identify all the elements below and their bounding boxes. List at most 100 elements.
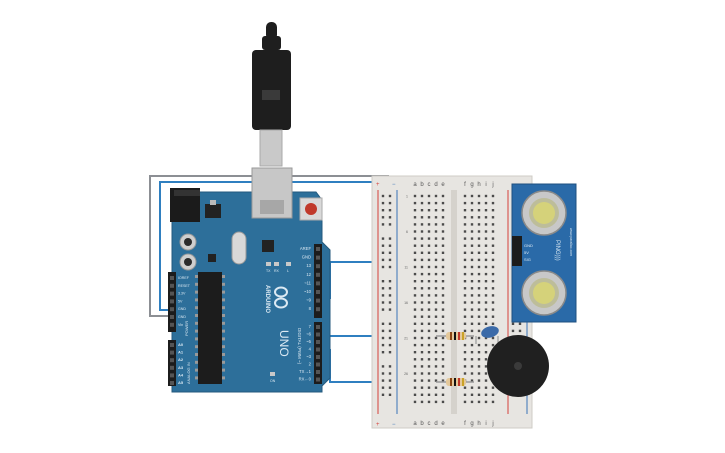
breadboard-hole[interactable] [470,251,474,254]
breadboard-hole[interactable] [413,322,417,325]
breadboard-hole[interactable] [420,315,424,318]
breadboard-hole[interactable] [470,209,474,212]
rail-hole[interactable] [381,287,385,290]
breadboard-hole[interactable] [413,216,417,219]
breadboard-hole[interactable] [420,393,424,396]
rail-hole[interactable] [388,386,392,389]
digital-pin[interactable] [316,362,320,367]
breadboard-hole[interactable] [470,244,474,247]
breadboard-hole[interactable] [463,400,467,404]
breadboard-hole[interactable] [413,280,417,283]
breadboard-hole[interactable] [420,258,424,262]
rail-hole[interactable] [381,265,385,269]
rail-hole[interactable] [381,280,385,283]
rail-hole[interactable] [381,365,385,368]
reset-button-cap[interactable] [305,203,317,215]
breadboard-hole[interactable] [491,230,495,233]
breadboard-hole[interactable] [463,301,467,304]
rail-hole[interactable] [381,251,385,254]
breadboard-hole[interactable] [420,329,424,333]
breadboard-hole[interactable] [420,301,424,304]
breadboard-hole[interactable] [484,358,488,361]
breadboard-hole[interactable] [491,393,495,396]
power-pin[interactable] [170,276,174,280]
breadboard-hole[interactable] [434,301,438,304]
breadboard-hole[interactable] [420,351,424,354]
breadboard-hole[interactable] [434,308,438,311]
breadboard-hole[interactable] [427,194,431,198]
piezo-buzzer[interactable] [487,335,549,397]
breadboard-hole[interactable] [470,322,474,325]
breadboard-hole[interactable] [413,258,417,262]
breadboard-hole[interactable] [434,258,438,262]
breadboard-hole[interactable] [434,244,438,247]
breadboard-hole[interactable] [477,365,481,368]
breadboard-hole[interactable] [441,216,445,219]
breadboard-hole[interactable] [477,280,481,283]
breadboard-hole[interactable] [484,294,488,297]
breadboard-hole[interactable] [470,216,474,219]
breadboard-hole[interactable] [427,329,431,333]
breadboard-hole[interactable] [477,329,481,333]
breadboard-hole[interactable] [470,308,474,311]
breadboard-hole[interactable] [441,386,445,389]
breadboard-hole[interactable] [484,272,488,276]
breadboard-hole[interactable] [441,351,445,354]
rail-hole[interactable] [381,379,385,382]
rail-hole[interactable] [388,301,392,304]
breadboard-hole[interactable] [484,308,488,311]
breadboard-hole[interactable] [477,223,481,226]
rail-hole[interactable] [381,237,385,240]
breadboard-hole[interactable] [484,258,488,262]
breadboard-hole[interactable] [427,287,431,290]
breadboard-hole[interactable] [484,386,488,389]
breadboard-hole[interactable] [420,379,424,382]
breadboard-hole[interactable] [477,209,481,212]
breadboard-hole[interactable] [470,230,474,233]
breadboard-hole[interactable] [470,386,474,389]
rail-hole[interactable] [381,223,385,226]
breadboard-hole[interactable] [470,258,474,262]
breadboard-hole[interactable] [477,372,481,375]
breadboard-hole[interactable] [484,372,488,375]
breadboard-hole[interactable] [463,372,467,375]
breadboard-hole[interactable] [441,329,445,333]
breadboard-hole[interactable] [420,365,424,368]
breadboard-hole[interactable] [413,315,417,318]
breadboard-hole[interactable] [434,351,438,354]
breadboard-hole[interactable] [434,223,438,226]
breadboard-hole[interactable] [484,280,488,283]
breadboard-hole[interactable] [484,322,488,325]
breadboard-hole[interactable] [441,280,445,283]
breadboard-hole[interactable] [434,379,438,382]
breadboard-hole[interactable] [413,230,417,233]
breadboard-hole[interactable] [441,343,445,347]
rail-hole[interactable] [381,329,385,333]
rail-hole[interactable] [381,201,385,205]
breadboard-hole[interactable] [441,194,445,198]
breadboard-hole[interactable] [463,294,467,297]
breadboard-hole[interactable] [441,265,445,269]
breadboard-hole[interactable] [420,280,424,283]
rail-hole[interactable] [388,379,392,382]
rail-hole[interactable] [381,322,385,325]
rail-hole[interactable] [381,351,385,354]
breadboard-hole[interactable] [477,322,481,325]
breadboard-hole[interactable] [427,322,431,325]
rail-hole[interactable] [388,194,392,198]
breadboard-hole[interactable] [427,294,431,297]
breadboard-hole[interactable] [491,265,495,269]
breadboard-hole[interactable] [413,365,417,368]
breadboard-hole[interactable] [484,315,488,318]
ultrasonic-sensor[interactable]: GND 5V SIG PING))) www.parallax.com [511,183,577,323]
analog-pin[interactable] [170,381,174,385]
breadboard-hole[interactable] [477,400,481,404]
breadboard-hole[interactable] [427,201,431,205]
breadboard-hole[interactable] [477,287,481,290]
digital-pin[interactable] [316,370,320,374]
rail-hole[interactable] [388,287,392,290]
breadboard-hole[interactable] [441,308,445,311]
breadboard-hole[interactable] [441,258,445,262]
breadboard-hole[interactable] [434,358,438,361]
breadboard-hole[interactable] [470,351,474,354]
